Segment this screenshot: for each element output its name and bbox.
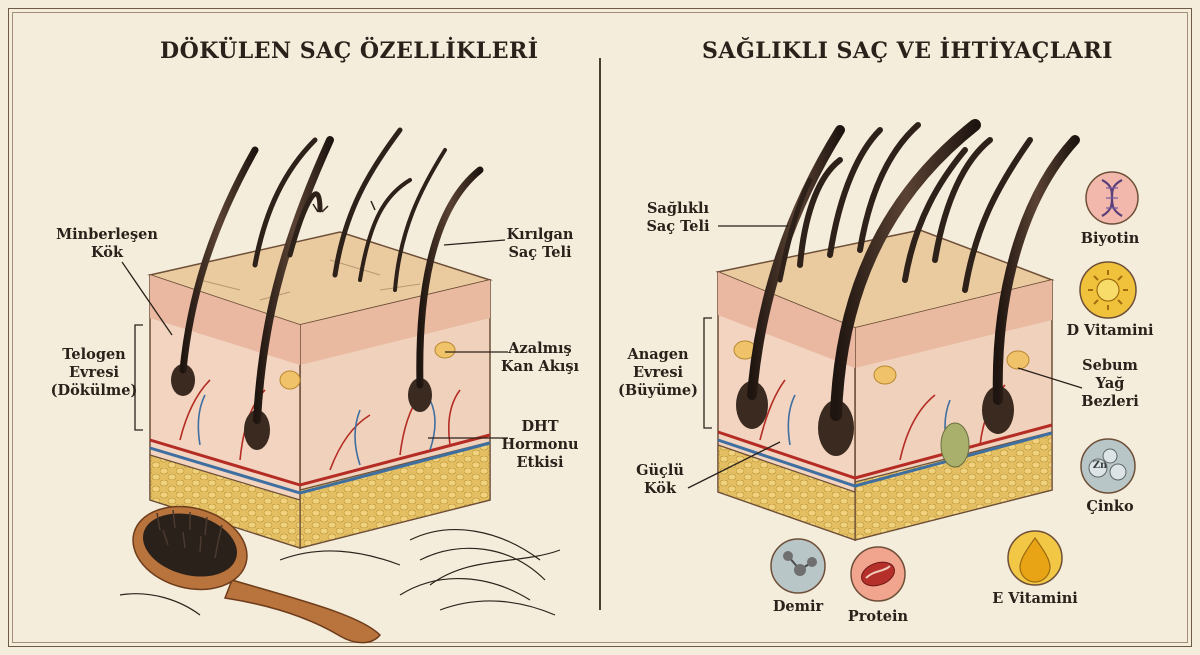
label-telogen-phase: Telogen Evresi (Dökülme) (50, 346, 138, 399)
fallen-hairs (119, 529, 561, 616)
zinc-symbol: Zn (1092, 460, 1108, 471)
outer-frame (8, 8, 1192, 647)
iron-molecule-icon (770, 538, 826, 594)
right-title: SAĞLIKLI SAÇ VE İHTİYAÇLARI (702, 38, 1113, 64)
zinc-icon (1080, 438, 1136, 494)
label-iron: Demir (772, 598, 824, 615)
label-sebum-glands: Sebum Yağ Bezleri (1081, 357, 1139, 410)
label-vitamin-e: E Vitamini (992, 590, 1078, 607)
label-protein: Protein (847, 608, 909, 625)
right-skin-block (715, 119, 1080, 542)
label-weak-root: Minberleşen Kök (56, 226, 158, 261)
sun-icon (1079, 261, 1137, 319)
right-leader-lines (687, 225, 1083, 489)
center-divider (599, 58, 601, 610)
label-biotin: Biyotin (1080, 230, 1140, 247)
inner-frame (12, 12, 1188, 643)
protein-meat-icon (850, 546, 906, 602)
left-title: DÖKÜLEN SAÇ ÖZELLİKLERİ (160, 38, 539, 64)
label-anagen-phase: Anagen Evresi (Büyüme) (617, 346, 699, 399)
label-vitamin-d: D Vitamini (1066, 322, 1154, 339)
biotin-icon (1085, 171, 1139, 225)
label-reduced-blood-flow: Azalmış Kan Akışı (500, 340, 580, 375)
left-skin-block (147, 127, 493, 550)
vitamin-e-drop-icon (1007, 530, 1063, 586)
label-brittle-strand: Kırılgan Saç Teli (506, 226, 574, 261)
label-dht-effect: DHT Hormonu Etkisi (501, 418, 579, 471)
hairbrush-illustration (132, 505, 382, 644)
label-strong-root: Güçlü Kök (636, 462, 684, 497)
label-zinc: Çinko (1086, 498, 1134, 515)
left-leader-lines (121, 239, 508, 439)
label-healthy-strand: Sağlıklı Saç Teli (646, 200, 710, 235)
